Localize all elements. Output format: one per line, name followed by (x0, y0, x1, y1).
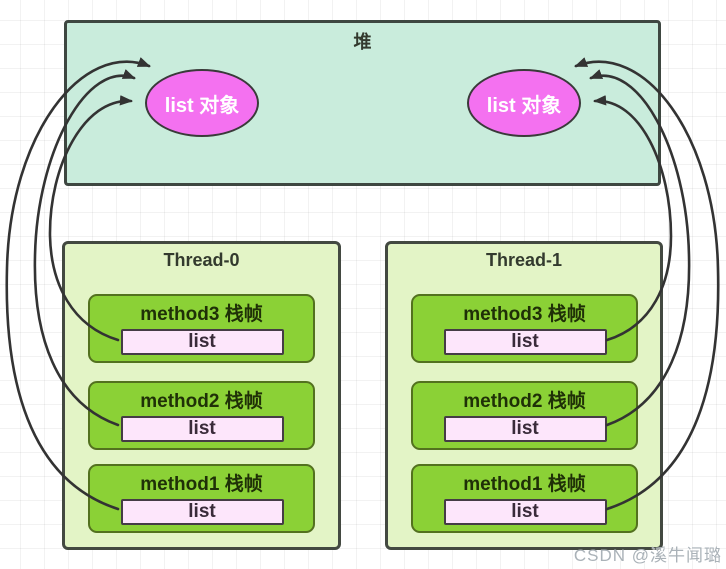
thread-0-frame-method2: method2 栈帧 list (88, 381, 315, 450)
frame-label: method2 栈帧 (140, 391, 263, 412)
frame-label: method3 栈帧 (140, 304, 263, 325)
csdn-watermark: CSDN @溪牛闻璐 (573, 546, 722, 565)
thread-0-title: Thread-0 (163, 250, 240, 270)
thread-0-box: Thread-0 method3 栈帧 list method2 栈帧 list… (62, 241, 341, 550)
frame-label: method2 栈帧 (463, 391, 586, 412)
thread-1-box: Thread-1 method3 栈帧 list method2 栈帧 list… (385, 241, 663, 550)
local-variable-box: list (120, 416, 284, 442)
thread-1-frame-method1: method1 栈帧 list (411, 464, 638, 533)
local-variable-box: list (443, 329, 607, 355)
frame-label: method3 栈帧 (463, 304, 586, 325)
heap-object-left: list 对象 (145, 69, 259, 137)
thread-1-title: Thread-1 (485, 250, 563, 270)
local-variable-box: list (443, 499, 607, 525)
thread-1-frame-method2: method2 栈帧 list (411, 381, 638, 450)
local-variable-box: list (443, 416, 607, 442)
frame-label: method1 栈帧 (140, 474, 263, 495)
local-variable-box: list (120, 499, 284, 525)
heap-object-left-label: list 对象 (164, 94, 240, 117)
frame-label: method1 栈帧 (463, 474, 586, 495)
heap-box: 堆 list 对象 list 对象 (64, 20, 661, 186)
heap-object-right: list 对象 (467, 69, 581, 137)
local-variable-box: list (120, 329, 284, 355)
thread-1-frame-method3: method3 栈帧 list (411, 294, 638, 363)
thread-0-frame-method1: method1 栈帧 list (88, 464, 315, 533)
heap-title: 堆 (353, 32, 372, 52)
thread-0-frame-method3: method3 栈帧 list (88, 294, 315, 363)
heap-object-right-label: list 对象 (486, 94, 562, 117)
